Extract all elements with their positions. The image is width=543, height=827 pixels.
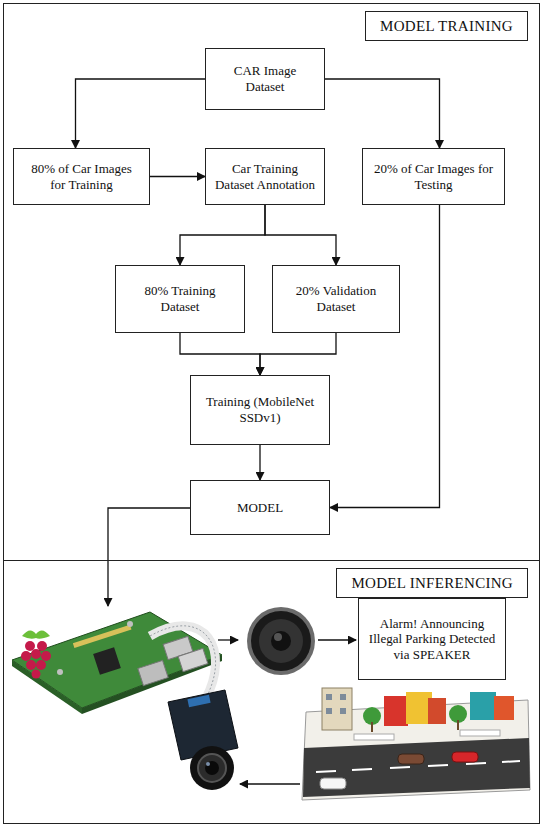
section-panel: MODEL INFERENCING Alarm! Announcing Illeg… bbox=[3, 560, 540, 824]
box-label: Training (MobileNet SSDv1) bbox=[199, 394, 321, 425]
section-heading: MODEL TRAINING bbox=[365, 11, 528, 41]
flow-arrow bbox=[150, 176, 205, 177]
flow-arrow bbox=[265, 205, 336, 265]
box-label: 20% Validation Dataset bbox=[281, 283, 391, 314]
flow-arrow bbox=[259, 445, 260, 480]
process-box: 80% Training Dataset bbox=[115, 265, 245, 333]
flow-arrow bbox=[180, 205, 265, 265]
process-box: 20% Validation Dataset bbox=[272, 265, 400, 333]
ribbon-cable-lines bbox=[150, 626, 216, 700]
flow-arrow bbox=[330, 205, 440, 508]
flow-arrow bbox=[325, 79, 440, 148]
deploy-arrow bbox=[108, 508, 190, 606]
alarm-box: Alarm! Announcing Illegal Parking Detect… bbox=[358, 598, 506, 680]
signal-arrow bbox=[218, 639, 238, 640]
camera-module bbox=[168, 690, 238, 790]
raspberry-logo bbox=[21, 630, 51, 678]
flow-arrow bbox=[76, 79, 206, 148]
section-panel: MODEL TRAINING CAR Image Dataset 80% of Ca… bbox=[3, 3, 540, 561]
section-heading: MODEL INFERENCING bbox=[336, 568, 528, 598]
street-scene-model bbox=[302, 688, 530, 800]
speaker-icon bbox=[247, 607, 315, 675]
box-label: Alarm! Announcing Illegal Parking Detect… bbox=[367, 616, 497, 663]
process-box: 20% of Car Images for Testing bbox=[362, 148, 505, 205]
box-label: CAR Image Dataset bbox=[214, 63, 316, 94]
box-label: Car Training Dataset Annotation bbox=[214, 161, 316, 192]
flow-arrow bbox=[180, 333, 260, 375]
box-label: 80% of Car Images for Training bbox=[22, 161, 141, 192]
box-label: 20% of Car Images for Testing bbox=[371, 161, 496, 192]
process-box: Training (MobileNet SSDv1) bbox=[190, 375, 330, 445]
process-box: 80% of Car Images for Training bbox=[13, 148, 150, 205]
flow-arrow bbox=[260, 333, 336, 375]
process-box: CAR Image Dataset bbox=[205, 48, 325, 110]
capture-arrow bbox=[240, 783, 300, 784]
box-label: 80% Training Dataset bbox=[124, 283, 236, 314]
model-box: MODEL bbox=[190, 480, 330, 535]
box-label: MODEL bbox=[237, 500, 283, 516]
output-arrow bbox=[318, 639, 356, 640]
ribbon-cable bbox=[150, 626, 216, 700]
process-box: Car Training Dataset Annotation bbox=[205, 148, 325, 205]
